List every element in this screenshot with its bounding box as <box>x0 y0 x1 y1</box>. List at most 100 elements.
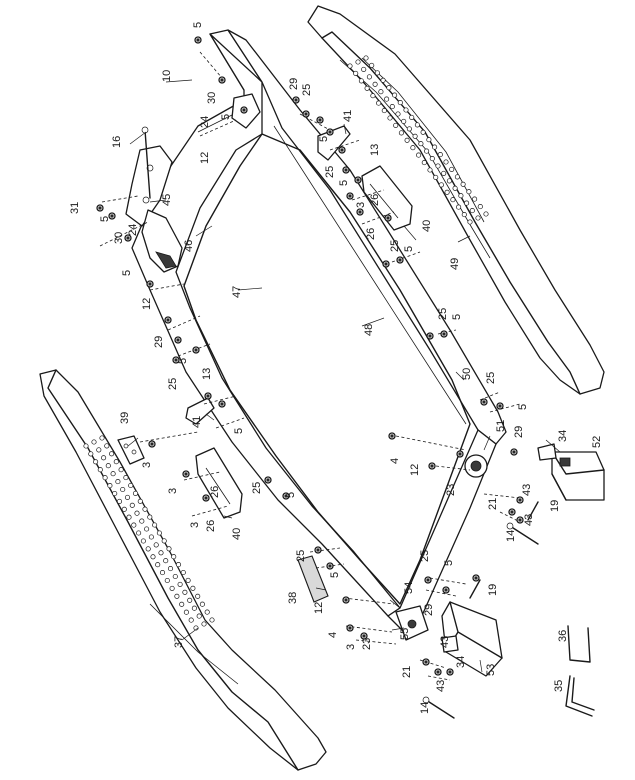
tread-hole <box>454 174 460 180</box>
screw-head <box>458 452 462 456</box>
screw-head <box>126 236 130 240</box>
screw-head <box>304 112 308 116</box>
tread-hole <box>418 141 424 147</box>
tread-hole <box>148 534 154 540</box>
part-label-25b: 25 <box>324 166 336 178</box>
tread-hole <box>460 181 466 187</box>
screw-head <box>150 442 154 446</box>
tread-hole <box>433 174 439 180</box>
tread-hole <box>421 160 427 166</box>
screw-head <box>348 194 352 198</box>
tread-hole <box>183 609 189 615</box>
part-label-29b: 29 <box>153 336 165 348</box>
tread-hole <box>152 522 158 528</box>
tread-hole <box>166 546 172 552</box>
tread-hole <box>355 59 361 65</box>
tread-hole <box>116 498 123 504</box>
screw-head <box>390 434 394 438</box>
tread-hole <box>179 601 185 607</box>
tread-hole <box>132 490 139 496</box>
bracket-41-left <box>185 397 215 425</box>
bracket-41-right <box>317 125 351 161</box>
tread-hole <box>199 601 205 607</box>
part-label-5f: 5 <box>403 246 415 252</box>
tread-hole <box>124 494 131 500</box>
frame-assembly <box>131 29 507 633</box>
part-label-21a: 21 <box>487 498 499 510</box>
tread-hole <box>446 178 452 184</box>
part-label-14b: 14 <box>419 702 431 714</box>
tread-hole <box>102 475 108 481</box>
tread-hole <box>209 617 215 623</box>
part-label-23b: 23 <box>361 638 373 650</box>
tread-hole <box>456 204 462 210</box>
screw-head <box>174 358 178 362</box>
part-label-25h: 25 <box>295 550 307 562</box>
part-label-5m: 5 <box>329 572 341 578</box>
tread-hole <box>191 605 197 611</box>
front-roller-bracket-right <box>464 454 488 478</box>
tread-hole <box>424 148 430 154</box>
tread-hole <box>461 212 467 218</box>
part-label-13a: 13 <box>369 144 381 156</box>
part-label-5h: 5 <box>451 314 463 320</box>
tread-hole <box>145 546 151 552</box>
leveling-foot-34a <box>537 443 557 461</box>
part-label-5e: 5 <box>99 216 111 222</box>
tread-hole <box>169 585 175 591</box>
rail-mount-left <box>195 447 243 519</box>
screw-head <box>284 494 288 498</box>
tread-hole <box>164 577 170 584</box>
screw-head <box>328 130 332 134</box>
screw-head <box>110 214 114 218</box>
screw-head <box>474 576 478 580</box>
part-label-5b: 5 <box>220 114 232 120</box>
screw-head <box>294 98 298 102</box>
screw-head <box>166 318 170 322</box>
screw-head <box>98 206 102 210</box>
tread-hole <box>136 530 142 536</box>
tread-hole <box>172 573 178 580</box>
tread-hole <box>466 189 472 195</box>
part-label-26b: 26 <box>365 228 377 240</box>
tread-hole <box>412 133 418 139</box>
tread-hole <box>452 185 458 191</box>
part-label-37: 37 <box>173 636 185 648</box>
part-label-21b: 21 <box>401 666 413 678</box>
tread-hole <box>83 443 89 449</box>
tread-hole <box>404 137 410 143</box>
tread-hole <box>426 137 432 143</box>
tread-hole <box>395 111 401 117</box>
screw-head <box>448 670 452 674</box>
screw-head <box>362 634 366 638</box>
tread-hole <box>443 159 449 165</box>
tread-hole <box>88 451 94 457</box>
tread-hole <box>112 490 118 497</box>
tread-hole <box>196 613 202 619</box>
tread-hole <box>153 542 159 548</box>
tread-hole <box>347 63 353 69</box>
part-label-3a: 3 <box>355 202 367 208</box>
screw-head <box>184 472 188 476</box>
part-label-12a: 12 <box>199 152 211 164</box>
tread-hole <box>449 166 455 172</box>
part-label-48: 48 <box>363 324 375 336</box>
part-label-25a: 25 <box>301 84 313 96</box>
part-label-3c: 3 <box>167 488 179 494</box>
tread-hole <box>182 589 188 595</box>
part-label-5l: 5 <box>285 492 297 498</box>
screw-head <box>266 478 270 482</box>
tread-hole <box>450 197 456 203</box>
screw-head <box>176 338 180 342</box>
tread-hole <box>467 219 473 225</box>
tread-hole <box>472 196 478 202</box>
tread-hole <box>120 486 126 493</box>
screw-head <box>430 464 434 468</box>
tread-hole <box>118 467 124 473</box>
tread-hole <box>142 506 148 512</box>
tread-hole <box>163 558 169 564</box>
tread-hole <box>187 597 193 603</box>
tread-hole <box>131 522 137 528</box>
bolt-14a <box>506 522 539 545</box>
tread-hole <box>185 577 191 583</box>
